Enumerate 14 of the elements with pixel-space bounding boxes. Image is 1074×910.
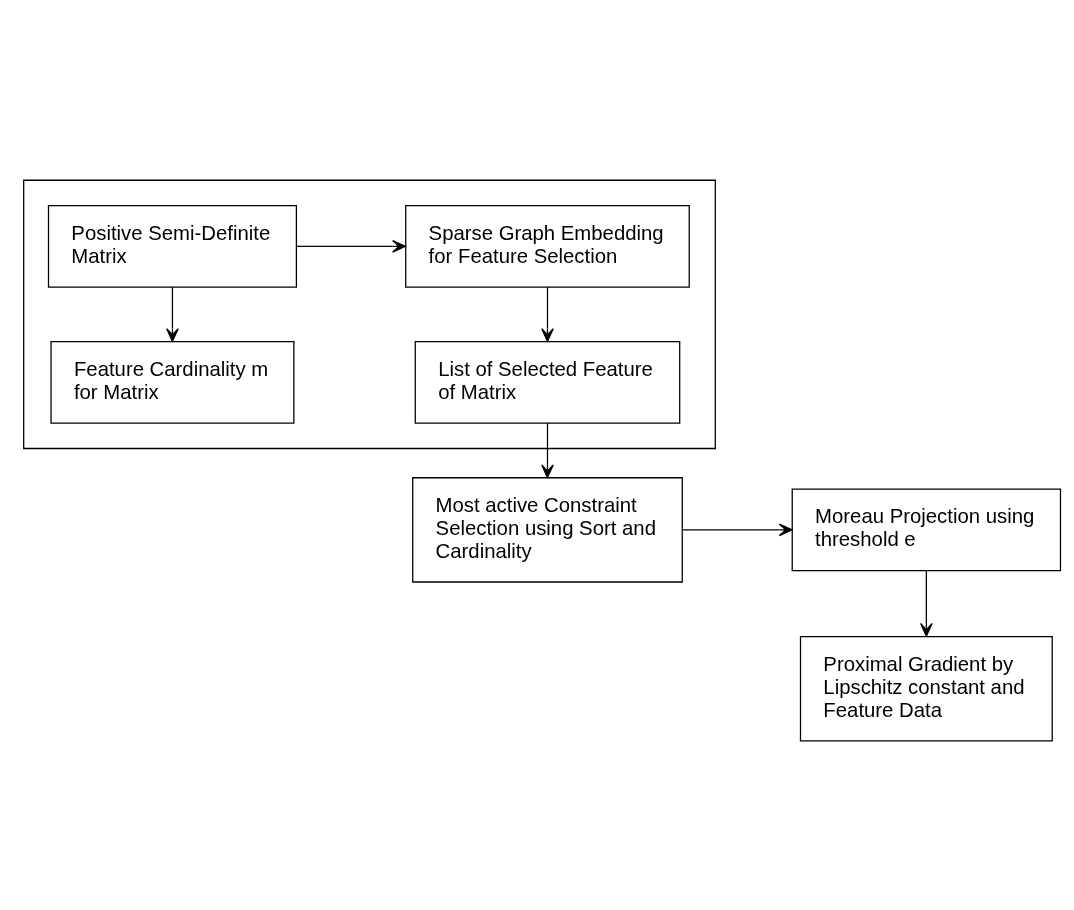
node-box: Most active Constraint Selection using Sort and Cardinality bbox=[412, 476, 683, 583]
node-box: Feature Cardinality m for Matrix bbox=[50, 340, 295, 424]
node-box: Sparse Graph Embedding for Feature Selection bbox=[405, 204, 690, 288]
node-box: List of Selected Feature of Matrix bbox=[414, 340, 681, 424]
arrow bbox=[920, 569, 933, 637]
arrow bbox=[681, 523, 793, 536]
arrow bbox=[541, 286, 554, 342]
node-box: Proximal Gradient by Lipschitz constant and Feature Data bbox=[799, 635, 1053, 742]
arrow bbox=[166, 286, 179, 342]
cluster bbox=[23, 179, 716, 449]
arrow bbox=[295, 239, 407, 253]
node-box: Positive Semi-Definite Matrix bbox=[47, 204, 298, 288]
arrow bbox=[541, 422, 554, 478]
node-box: Moreau Projection using threshold e bbox=[791, 488, 1062, 571]
